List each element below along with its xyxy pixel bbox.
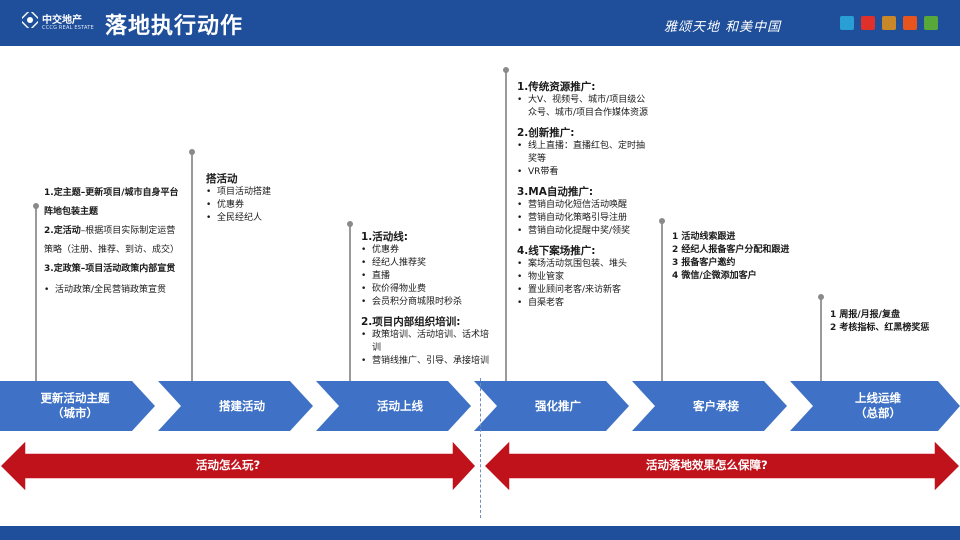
brand-badge-icon: [840, 16, 854, 30]
stage3-bullet: 经纪人推荐奖: [361, 257, 491, 270]
stage5-item: 2 经纪人报备客户分配和跟进: [672, 245, 790, 255]
stage-chevron-2: [158, 381, 313, 431]
stage4-bullet: VR带看: [517, 166, 653, 179]
company-logo: 中交地产 CCCG REAL ESTATE: [22, 10, 94, 38]
brand-badge-icon: [903, 16, 917, 30]
timeline-stem: [503, 67, 509, 382]
stage2-bullet: 项目活动搭建: [206, 186, 336, 199]
stage4-bullet: 物业管家: [517, 271, 653, 284]
timeline-stem: [659, 218, 665, 382]
stage-chevron-4: [474, 381, 629, 431]
stage3-bullet: 营销线推广、引导、承接培训: [361, 355, 491, 368]
stage4-bullet: 营销自动化策略引导注册: [517, 212, 653, 225]
stage2-bullet: 全民经纪人: [206, 212, 336, 225]
stage1-details: 1.定主题–更新项目/城市自身平台阵地包装主题 2.定活动–根据项目实际制定运营…: [44, 184, 184, 300]
timeline-stem: [189, 149, 195, 382]
stage5-item: 4 微信/企微添加客户: [672, 271, 757, 281]
stage3-title-2: 2.项目内部组织培训:: [361, 316, 461, 328]
stage6-details: 1 周报/月报/复盘 2 考核指标、红黑榜奖惩: [830, 309, 955, 335]
timeline-stem: [33, 203, 39, 382]
stage2-details: 搭活动 项目活动搭建 优惠券 全民经纪人: [206, 172, 336, 225]
stage-label-4: 强化推广: [535, 398, 581, 413]
brand-badge-icon: [882, 16, 896, 30]
stage5-details: 1 活动线索跟进 2 经纪人报备客户分配和跟进 3 报备客户邀约 4 微信/企微…: [672, 231, 822, 283]
left-arrow-label: 活动怎么玩?: [196, 458, 261, 472]
stage-label-5: 客户承接: [693, 398, 739, 413]
stage5-item: 1 活动线索跟进: [672, 232, 736, 242]
stage-chevron-3: [316, 381, 471, 431]
stage-chevron-1: [0, 381, 155, 431]
section-divider: [480, 378, 481, 518]
left-double-arrow: [0, 438, 478, 494]
stage2-title: 搭活动: [206, 173, 238, 185]
stage4-section-title: 3.MA自动推广:: [517, 186, 594, 198]
stage4-bullet: 大V、视频号、城市/项目级公众号、城市/项目合作媒体资源: [517, 94, 653, 120]
stage3-title-1: 1.活动线:: [361, 231, 408, 243]
stage-label-2: 搭建活动: [219, 398, 265, 413]
stage4-details: 1.传统资源推广: 大V、视频号、城市/项目级公众号、城市/项目合作媒体资源 2…: [517, 80, 653, 310]
header-bar: 中交地产 CCCG REAL ESTATE 落地执行动作 雅颂天地 和美中国: [0, 0, 960, 46]
stage4-bullet: 案场活动氛围包装、堆头: [517, 258, 653, 271]
stage3-bullet: 政策培训、活动培训、话术培训: [361, 329, 491, 355]
stage6-item: 2 考核指标、红黑榜奖惩: [830, 323, 930, 333]
stage-label-6: 上线运维 （总部）: [855, 391, 901, 420]
logo-text-en: CCCG REAL ESTATE: [42, 25, 94, 31]
stage4-bullet: 营销自动化短信活动唤醒: [517, 199, 653, 212]
stage-chevron-strip: [0, 381, 960, 431]
right-arrow-label: 活动落地效果怎么保障?: [646, 458, 768, 472]
stage4-section-title: 4.线下案场推广:: [517, 245, 596, 257]
stage-label-3: 活动上线: [377, 398, 423, 413]
timeline-stem: [818, 294, 824, 382]
stage3-bullet: 砍价得物业费: [361, 283, 491, 296]
brand-badge-icon: [861, 16, 875, 30]
stage-chevron-5: [632, 381, 787, 431]
stage3-details: 1.活动线: 优惠券 经纪人推荐奖 直播 砍价得物业费 会员积分商城限时秒杀 2…: [361, 230, 491, 368]
stage6-item: 1 周报/月报/复盘: [830, 310, 900, 320]
logo-mark-icon: [22, 12, 38, 28]
stage1-item: 3.定政策–项目活动政策内部宣贯: [44, 264, 176, 274]
brand-badge-icon: [924, 16, 938, 30]
stage1-bullet: 活动政策/全民营销政策宣贯: [44, 281, 184, 300]
right-double-arrow: [482, 438, 960, 494]
stage4-bullet: 线上直播：直播红包、定时抽奖等: [517, 140, 653, 166]
stage3-bullet: 会员积分商城限时秒杀: [361, 296, 491, 309]
logo-text-cn: 中交地产: [42, 15, 82, 26]
stage4-bullet: 自渠老客: [517, 297, 653, 310]
stage3-bullet: 优惠券: [361, 244, 491, 257]
stage3-bullet: 直播: [361, 270, 491, 283]
stage4-bullet: 营销自动化提醒中奖/领奖: [517, 225, 653, 238]
stage4-section-title: 1.传统资源推广:: [517, 81, 596, 93]
footer-bar: [0, 526, 960, 540]
timeline-stem: [347, 221, 353, 382]
double-arrow-strip: [0, 438, 960, 494]
page-title: 落地执行动作: [105, 14, 244, 39]
stage2-bullet: 优惠券: [206, 199, 336, 212]
stage-chevron-6: [790, 381, 960, 431]
stage1-item: 1.定主题–更新项目/城市自身平台阵地包装主题: [44, 188, 179, 217]
brand-slogan: 雅颂天地 和美中国: [664, 20, 782, 35]
stage4-bullet: 置业顾问老客/来访新客: [517, 284, 653, 297]
stage-label-1: 更新活动主题 （城市）: [40, 391, 110, 420]
stage4-section-title: 2.创新推广:: [517, 127, 575, 139]
stage1-item: 2.定活动–根据项目实际制定运营策略（注册、推荐、到访、成交）: [44, 226, 180, 255]
stage5-item: 3 报备客户邀约: [672, 258, 736, 268]
